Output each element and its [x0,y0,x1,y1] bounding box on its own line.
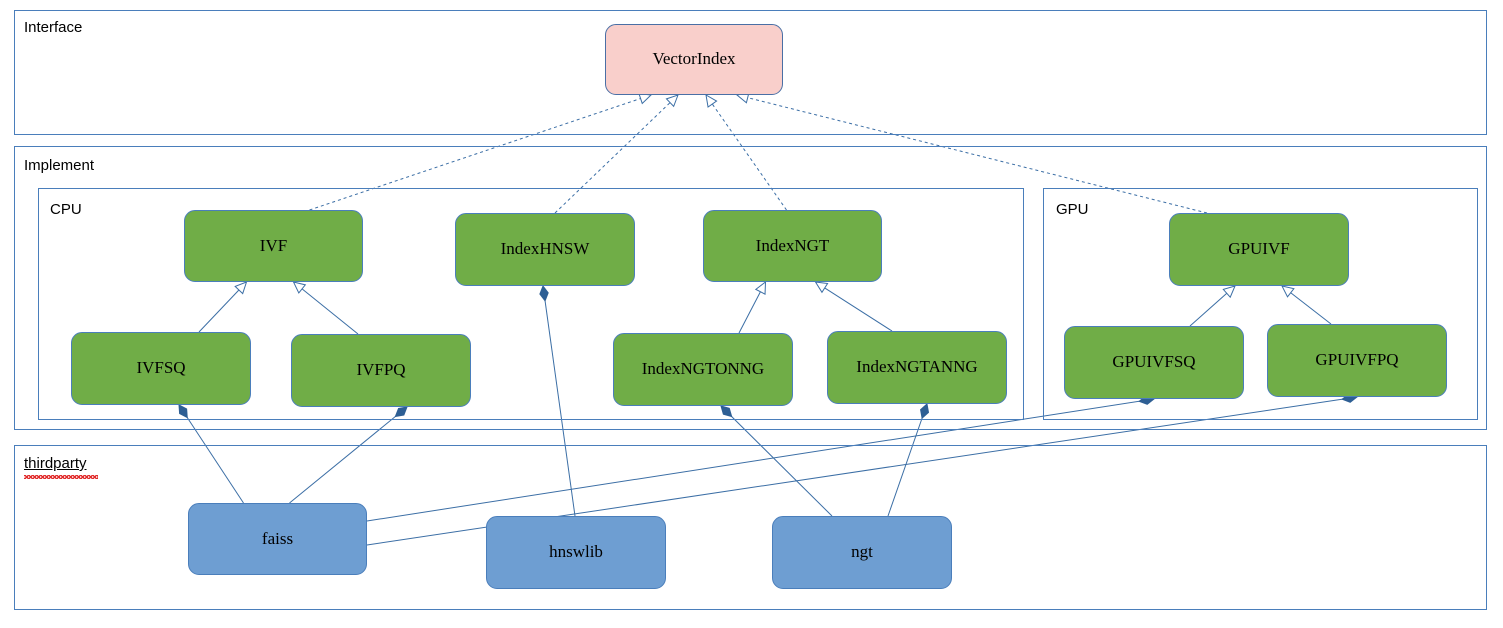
node-vectorindex[interactable]: VectorIndex [605,24,783,95]
group-box-interface [14,10,1487,135]
group-label-implement: Implement [24,157,95,174]
group-box-implement [14,146,1487,430]
node-hnswlib[interactable]: hnswlib [486,516,666,589]
node-ivfpq[interactable]: IVFPQ [291,334,471,407]
spellcheck-squiggle-thirdparty [24,475,98,479]
node-gpuivf[interactable]: GPUIVF [1169,213,1349,286]
node-ngt[interactable]: ngt [772,516,952,589]
group-label-interface: Interface [24,19,83,36]
group-box-thirdparty [14,445,1487,610]
group-box-gpu [1043,188,1478,420]
node-faiss[interactable]: faiss [188,503,367,575]
group-box-cpu [38,188,1024,420]
node-indexhnsw[interactable]: IndexHNSW [455,213,635,286]
node-gpuivfsq[interactable]: GPUIVFSQ [1064,326,1244,399]
node-indexngt[interactable]: IndexNGT [703,210,882,282]
group-label-cpu: CPU [50,201,82,218]
node-indexngtonng[interactable]: IndexNGTONNG [613,333,793,406]
group-label-gpu: GPU [1056,201,1089,218]
node-indexngtanng[interactable]: IndexNGTANNG [827,331,1007,404]
group-label-thirdparty: thirdparty [24,455,87,472]
node-ivf[interactable]: IVF [184,210,363,282]
node-ivfsq[interactable]: IVFSQ [71,332,251,405]
node-gpuivfpq[interactable]: GPUIVFPQ [1267,324,1447,397]
